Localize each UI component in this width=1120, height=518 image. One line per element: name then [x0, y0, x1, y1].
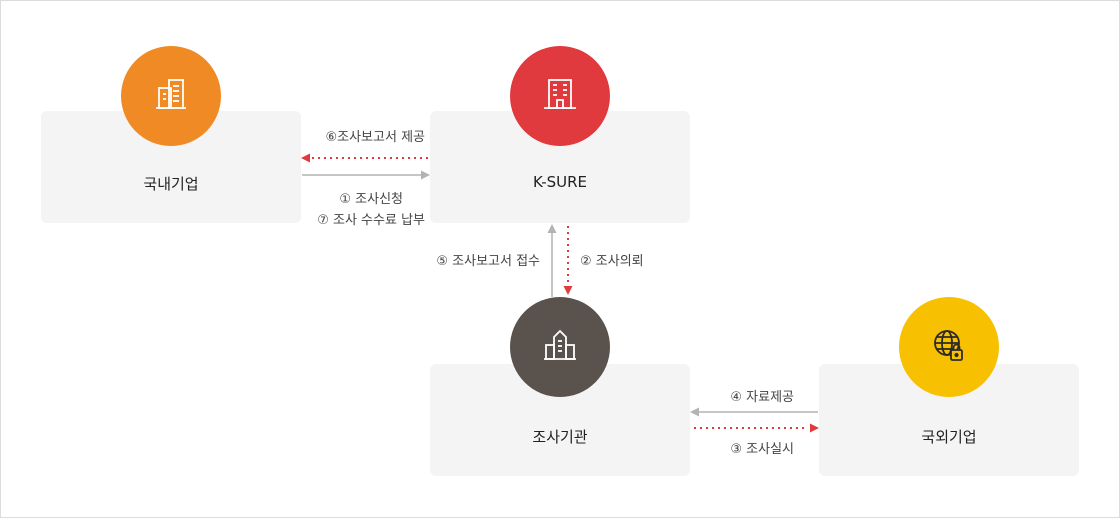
investigation-agency-badge — [510, 297, 610, 397]
arrow-investigate-head — [810, 423, 819, 433]
flow-label-request: ② 조사의뢰 — [580, 254, 644, 269]
tower-building-icon — [540, 325, 580, 369]
arrow-report-receive-head — [547, 224, 557, 233]
domestic-company-badge — [121, 46, 221, 146]
office-buildings-icon — [151, 74, 191, 118]
domestic-company-label: 국내기업 — [143, 175, 199, 193]
flow-label-fee-payment: ⑦ 조사 수수료 납부 — [317, 213, 425, 228]
office-tower-icon — [540, 74, 580, 118]
arrow-apply-head — [421, 170, 430, 180]
flow-label-report-receive: ⑤ 조사보고서 접수 — [436, 254, 540, 269]
arrow-data-provide-head — [690, 407, 699, 417]
investigation-agency-label: 조사기관 — [532, 428, 588, 446]
ksure-label: K-SURE — [532, 173, 588, 191]
foreign-company-badge — [899, 297, 999, 397]
arrow-report-provide-head — [301, 153, 310, 163]
flow-label-investigate: ③ 조사실시 — [730, 442, 794, 457]
flow-label-apply: ① 조사신청 — [339, 192, 403, 207]
flow-label-report-provide: ⑥조사보고서 제공 — [325, 130, 425, 145]
globe-lock-icon — [929, 325, 969, 369]
flow-label-data-provide: ④ 자료제공 — [730, 390, 794, 405]
ksure-badge — [510, 46, 610, 146]
arrow-request-head — [563, 286, 573, 295]
foreign-company-label: 국외기업 — [921, 428, 977, 446]
